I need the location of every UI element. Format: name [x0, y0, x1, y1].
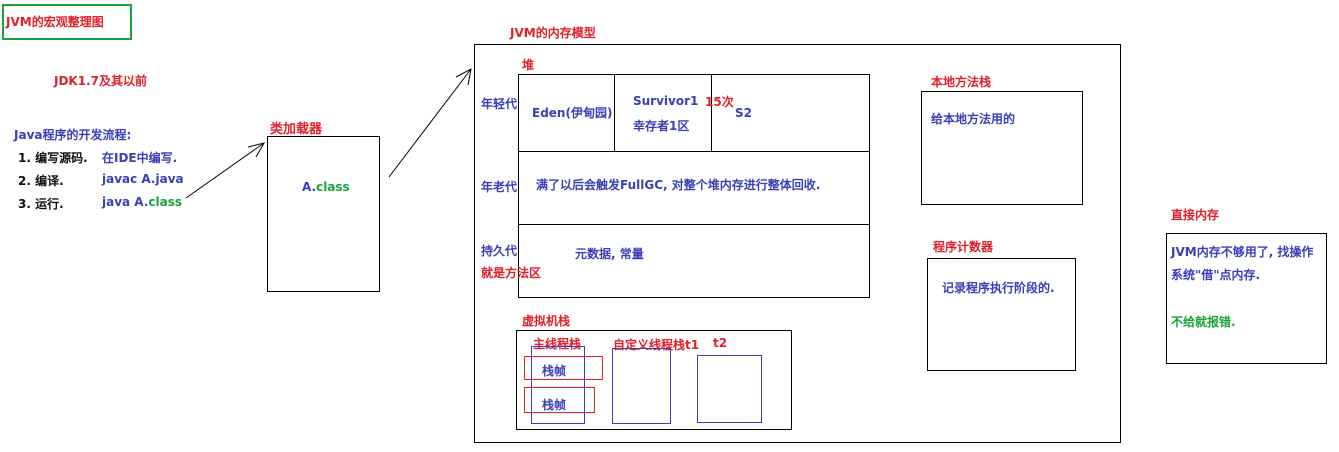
direct-memory-line-3: 不给就报错.	[1171, 315, 1236, 329]
native-stack-title: 本地方法栈	[931, 75, 992, 89]
stack-frame-2-label: 栈帧	[542, 398, 567, 412]
dev-step-1-label: 1. 编写源码.	[18, 151, 88, 165]
s2-label: S2	[735, 106, 752, 120]
direct-memory-box	[1166, 233, 1327, 364]
version-note: JDK1.7及其以前	[54, 74, 147, 88]
dev-flow-heading: Java程序的开发流程:	[14, 128, 132, 142]
heap-title: 堆	[522, 58, 535, 72]
class-loader-content: A.class	[302, 180, 350, 194]
main-thread-stack-box	[531, 346, 585, 424]
old-gen-label: 年老代	[481, 180, 518, 194]
promotion-note: 15次	[705, 95, 734, 109]
dev-step-3-detail-prefix: java A.	[102, 195, 149, 209]
survivor1-sub-label: 幸存者1区	[633, 119, 690, 133]
class-loader-title: 类加载器	[270, 122, 323, 137]
young-divider-2	[711, 74, 712, 151]
vm-stack-box	[516, 330, 792, 430]
pc-register-box	[927, 258, 1076, 371]
class-loader-content-prefix: A.	[302, 180, 317, 194]
direct-memory-title: 直接内存	[1171, 208, 1220, 222]
heap-divider-2	[518, 224, 870, 225]
stack-frame-1-label: 栈帧	[542, 364, 567, 378]
young-gen-label: 年轻代	[481, 97, 518, 111]
heap-box	[518, 74, 870, 298]
dev-step-2-label: 2. 编译.	[18, 174, 64, 188]
direct-memory-line-1: JVM内存不够用了, 找操作	[1171, 245, 1314, 259]
custom-thread-stack-box	[612, 348, 671, 424]
native-stack-note: 给本地方法用的	[931, 112, 1016, 126]
main-thread-label: 主线程栈	[533, 337, 582, 351]
dev-step-2-detail: javac A.java	[102, 172, 184, 186]
dev-step-3-detail-suffix: class	[148, 195, 182, 209]
young-divider-1	[614, 74, 615, 151]
title-box	[2, 4, 132, 40]
eden-label: Eden(伊甸园)	[532, 106, 613, 120]
dev-step-1-detail: 在IDE中编写.	[102, 151, 178, 165]
native-stack-box	[921, 91, 1083, 205]
dev-step-3-label: 3. 运行.	[18, 197, 64, 211]
perm-gen-note: 元数据, 常量	[575, 247, 644, 261]
survivor1-label: Survivor1	[633, 94, 699, 108]
perm-gen-label: 持久代	[481, 244, 518, 258]
stack-frame-1	[524, 356, 603, 380]
memory-model-box	[474, 44, 1121, 443]
pc-register-title: 程序计数器	[933, 240, 994, 254]
page-title: JVM的宏观整理图	[6, 15, 104, 29]
t2-stack-box	[697, 355, 762, 423]
class-loader-content-suffix: class	[316, 180, 350, 194]
stack-frame-2	[524, 387, 595, 413]
t2-label: t2	[713, 336, 728, 350]
old-gen-note: 满了以后会触发FullGC, 对整个堆内存进行整体回收.	[536, 178, 821, 192]
perm-gen-label-2: 就是方法区	[481, 266, 542, 280]
class-loader-box	[267, 136, 380, 292]
vm-stack-title: 虚拟机栈	[522, 314, 571, 328]
direct-memory-line-2: 系统"借"点内存.	[1171, 268, 1261, 282]
heap-divider-1	[518, 151, 870, 152]
dev-step-3-detail: java A.class	[102, 195, 182, 209]
pc-register-note: 记录程序执行阶段的.	[942, 281, 1055, 295]
memory-model-title: JVM的内存模型	[510, 26, 596, 40]
